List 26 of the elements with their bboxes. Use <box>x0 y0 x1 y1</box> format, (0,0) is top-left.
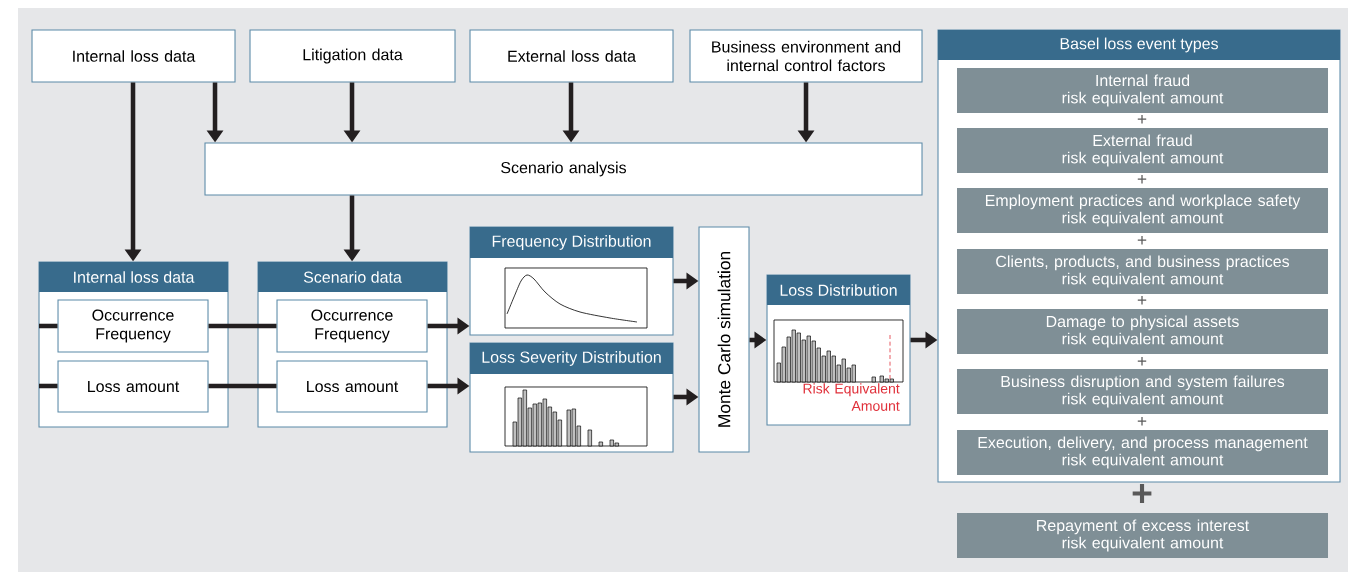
process-box: Business environment and internal control factors <box>689 29 923 83</box>
plus-sign: + <box>1137 175 1147 184</box>
process-box: Monte Carlo simulation <box>698 226 750 453</box>
plus-sign: + <box>1137 115 1147 124</box>
risk-amount-box: External fraud risk equivalent amount <box>957 128 1328 173</box>
process-box: Loss amount <box>57 360 209 413</box>
plus-sign: + <box>1137 296 1147 305</box>
plus-sign: + <box>1137 357 1147 366</box>
panel: Frequency Distribution <box>469 226 674 336</box>
plus-sign: + <box>1132 484 1152 503</box>
risk-amount-box: Employment practices and workplace safety risk equivalent amount <box>957 188 1328 233</box>
risk-amount-box: Execution, delivery, and process management risk equivalent amount <box>957 430 1328 475</box>
risk-amount-box: Business disruption and system failures risk equivalent amount <box>957 369 1328 414</box>
risk-amount-box: Internal fraud risk equivalent amount <box>957 68 1328 113</box>
process-box: Occurrence Frequency <box>276 299 428 353</box>
process-box: Occurrence Frequency <box>57 299 209 353</box>
plus-sign: + <box>1137 236 1147 245</box>
risk-amount-box: Damage to physical assets risk equivalent amount <box>957 309 1328 354</box>
plus-sign: + <box>1137 417 1147 426</box>
process-box: Internal loss data <box>31 29 236 83</box>
process-box: Loss amount <box>276 360 428 413</box>
process-box: Scenario analysis <box>204 142 923 196</box>
process-box: External loss data <box>469 29 674 83</box>
risk-amount-box: Repayment of excess interest risk equivalent amount <box>957 513 1328 558</box>
risk-amount-box: Clients, products, and business practices risk equivalent amount <box>957 249 1328 294</box>
process-box: Litigation data <box>249 29 456 83</box>
